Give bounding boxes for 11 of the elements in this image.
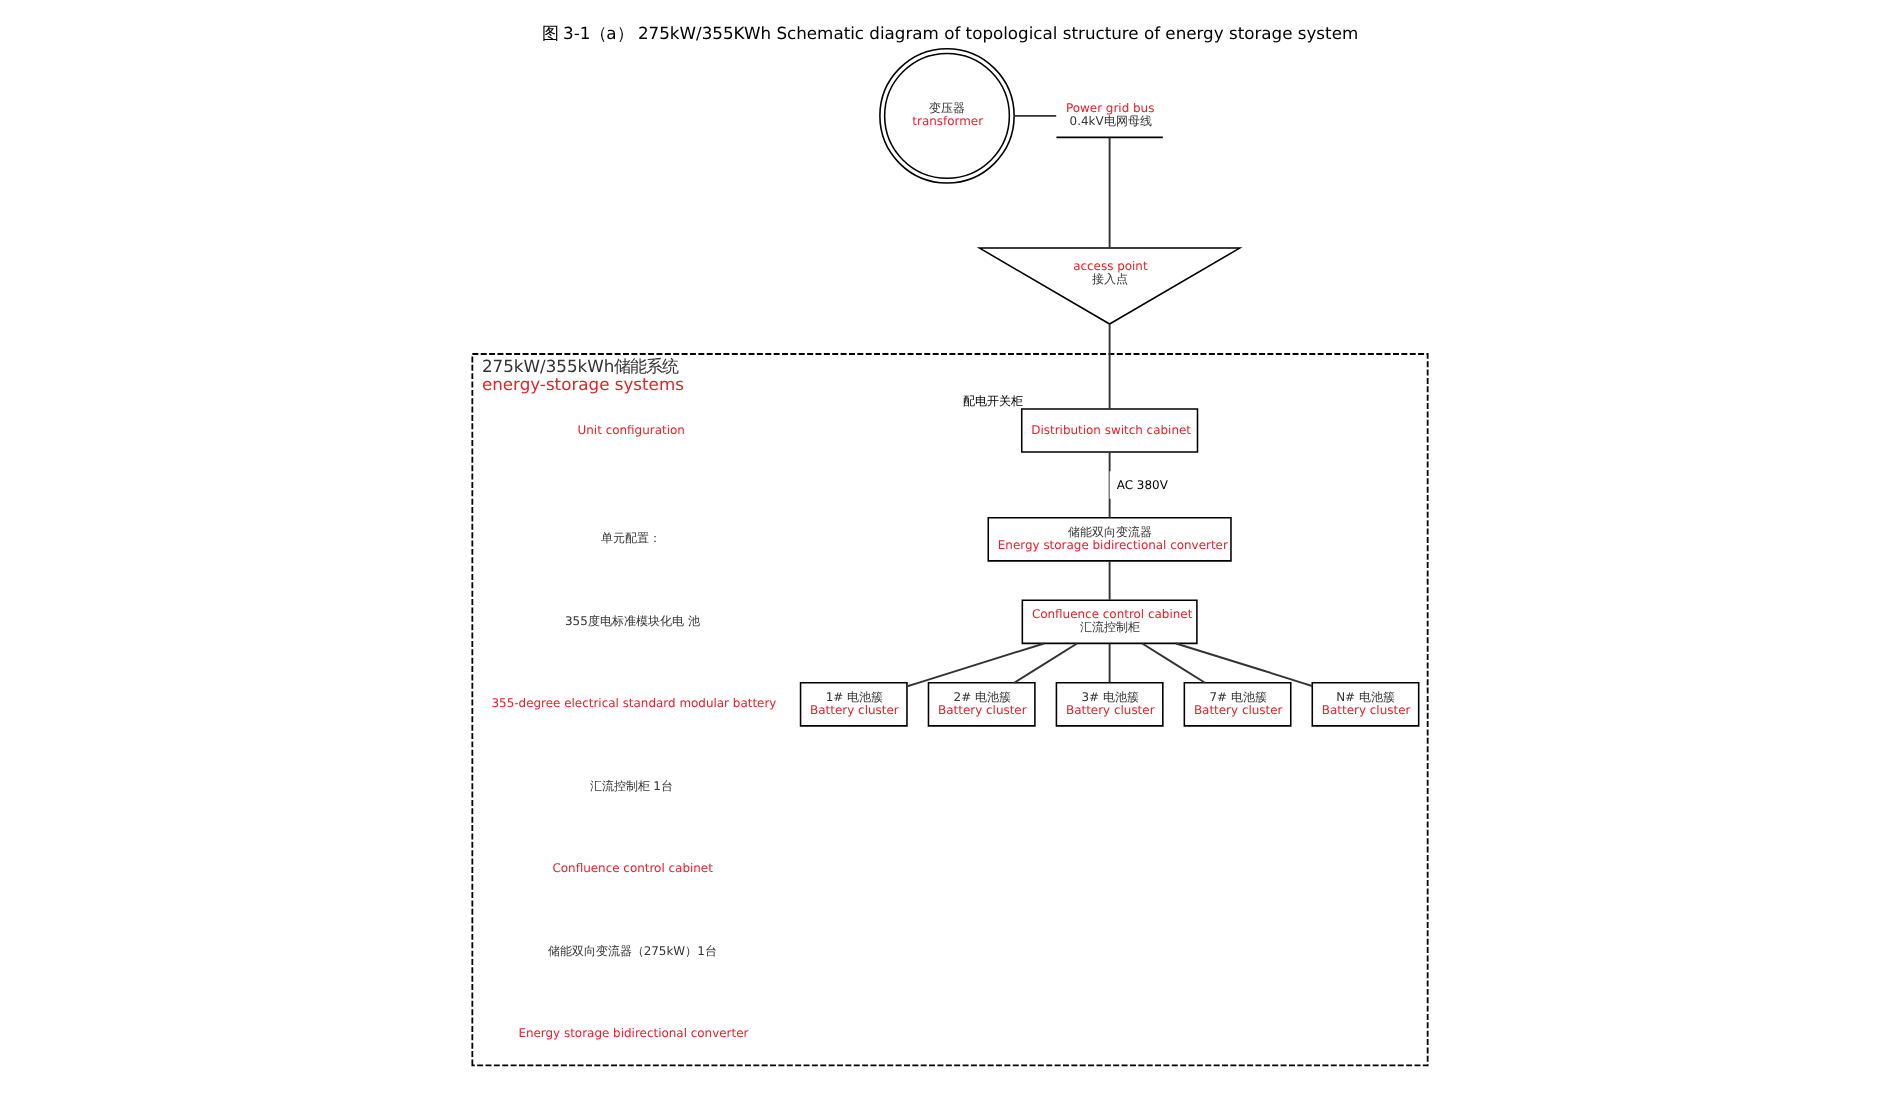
connector: [1107, 136, 1110, 249]
connector: [1140, 642, 1205, 684]
connector: [1107, 451, 1110, 519]
connector: [1012, 642, 1077, 684]
connector: [1107, 323, 1110, 410]
connector: [905, 642, 1045, 688]
diagram-title: 图 3-1（a） 275kW/355KWh Schematic diagram of topological structure of energy storage system: [540, 23, 1358, 44]
connector: [1107, 560, 1110, 601]
connector: [1107, 642, 1110, 684]
connector: [1174, 642, 1313, 687]
connector: [1012, 114, 1057, 117]
